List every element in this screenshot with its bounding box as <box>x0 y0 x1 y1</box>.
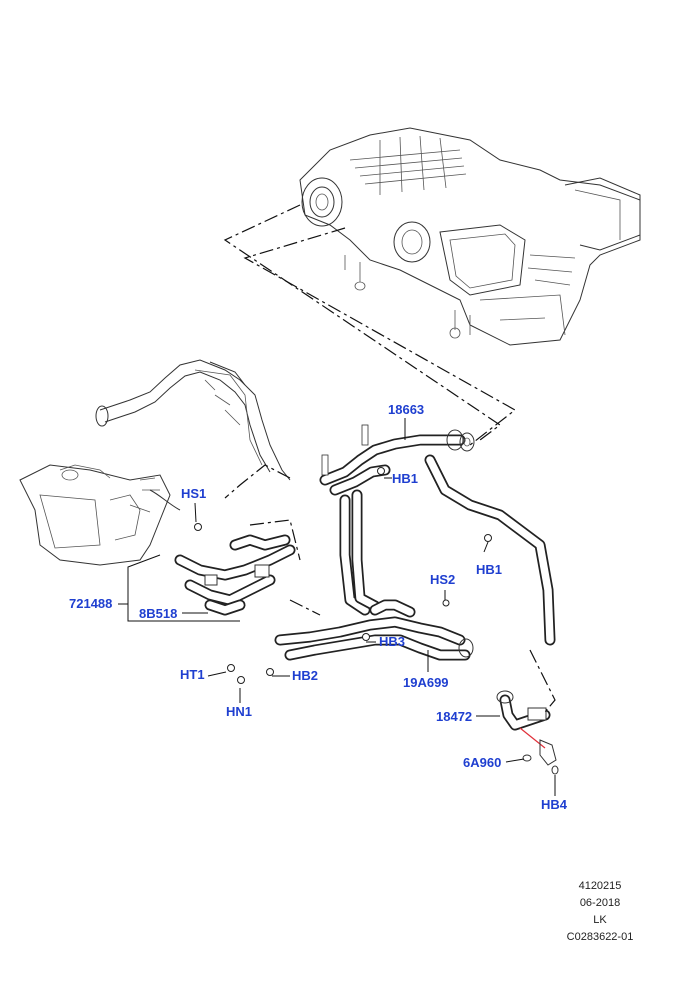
hose-assembly-8b518 <box>174 534 296 616</box>
callout-8b518[interactable]: 8B518 <box>139 606 178 621</box>
drawing-number: 4120215 <box>578 880 622 892</box>
drawing-reference-block: 4120215 06-2018 LK C0283622-01 <box>540 878 660 946</box>
callout-hb3[interactable]: HB3 <box>379 634 406 649</box>
left-engine-pipes-illustration <box>95 359 291 481</box>
callout-hs1[interactable]: HS1 <box>181 486 207 501</box>
callout-hs2[interactable]: HS2 <box>430 572 456 587</box>
callout-19a699[interactable]: 19A699 <box>403 675 449 690</box>
callout-hb1-right[interactable]: HB1 <box>476 562 503 577</box>
callout-hn1[interactable]: HN1 <box>226 704 253 719</box>
drawing-date: 06-2018 <box>579 897 621 909</box>
heater-unit-illustration <box>299 127 641 346</box>
left-pump-block-illustration <box>19 464 181 566</box>
hose-assembly-18663 <box>319 424 556 646</box>
callout-6a960[interactable]: 6A960 <box>463 755 502 770</box>
model-code: LK <box>593 914 607 926</box>
leader-lines <box>118 418 556 796</box>
callout-ht1[interactable]: HT1 <box>180 667 205 682</box>
callout-18663[interactable]: 18663 <box>388 402 425 417</box>
callout-hb4[interactable]: HB4 <box>541 797 568 812</box>
part-18472-illustration <box>496 690 559 775</box>
hose-assembly-19a699 <box>274 599 474 661</box>
callout-hb1-top[interactable]: HB1 <box>392 471 419 486</box>
callout-721488[interactable]: 721488 <box>69 596 113 611</box>
fasteners <box>194 467 492 684</box>
catalog-code: C0283622-01 <box>566 931 634 943</box>
callout-hb2[interactable]: HB2 <box>292 668 319 683</box>
callout-18472[interactable]: 18472 <box>436 709 473 724</box>
relation-lines <box>223 204 556 713</box>
